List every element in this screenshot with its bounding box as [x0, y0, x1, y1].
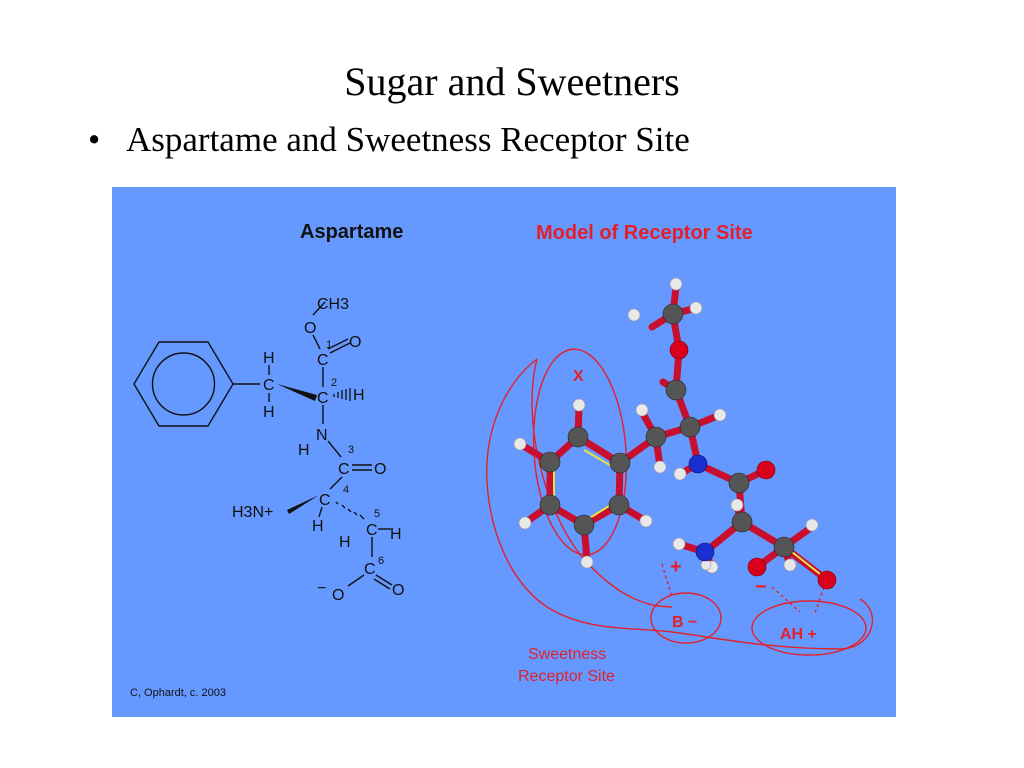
c5-label: C	[366, 522, 378, 539]
aspartame-structure	[133, 301, 393, 590]
wedge-bond	[277, 384, 317, 401]
figure-canvas: Aspartame Model of Receptor Site	[112, 187, 896, 717]
ball-and-stick-model	[513, 277, 837, 590]
ammonium-label: H3N+	[232, 504, 273, 521]
c6-oxygen-label: O	[392, 582, 404, 599]
c4-label: C	[319, 492, 331, 509]
c5-hydrogen-right-label: H	[390, 526, 402, 543]
inner-receptor-outline	[531, 358, 673, 608]
benzyl-h-bottom-label: H	[263, 404, 275, 421]
wedge-bond	[287, 495, 319, 514]
c3-oxygen-label: O	[374, 461, 386, 478]
aspartame-title: Aspartame	[300, 221, 403, 243]
carbonyl-oxygen-label: O	[349, 334, 361, 351]
b-site-label: B −	[672, 614, 697, 631]
benzene-aromatic-circle	[151, 352, 216, 416]
bullet-item: • Aspartame and Sweetness Receptor Site	[88, 120, 690, 160]
c4-hydrogen-label: H	[312, 518, 324, 535]
ah-site-outline	[751, 600, 867, 656]
carboxylate-charge-label: −	[317, 580, 326, 597]
c4-number: 4	[343, 484, 349, 496]
b-site-outline	[650, 592, 722, 644]
positive-charge-label: +	[670, 556, 682, 578]
amide-hydrogen-label: H	[298, 442, 310, 459]
c5-hydrogen-left-label: H	[339, 534, 351, 551]
receptor-labels: X B − AH + + − Sweetness Receptor Site	[518, 368, 817, 685]
aspartame-figure: Aspartame Model of Receptor Site	[112, 187, 896, 717]
negative-charge-label: −	[755, 576, 767, 598]
structure-labels: CH3 O O C 1 H H C C 2 H N H 3 C O H3N+ C…	[232, 296, 404, 604]
x-site-label: X	[573, 368, 584, 385]
c1-number: 1	[326, 339, 332, 351]
benzyl-h-top-label: H	[263, 350, 275, 367]
oxygen-atoms	[669, 340, 837, 590]
c2-label: C	[317, 390, 329, 407]
carboxylate-oxygen-label: O	[332, 587, 344, 604]
ester-oxygen-label: O	[304, 320, 316, 337]
c1-label: C	[317, 352, 329, 369]
nitrogen-atoms	[688, 454, 715, 562]
c6-label: C	[364, 561, 376, 578]
carbon-atoms	[539, 303, 795, 558]
credit-text: C, Ophardt, c. 2003	[130, 687, 226, 699]
stereo-bonds	[277, 384, 365, 520]
ah-site-label: AH +	[780, 626, 817, 643]
amide-nitrogen-label: N	[316, 427, 328, 444]
c2-number: 2	[331, 377, 337, 389]
bullet-text: Aspartame and Sweetness Receptor Site	[126, 120, 690, 159]
c5-number: 5	[374, 508, 380, 520]
c3-number: 3	[348, 444, 354, 456]
ah-interaction-dash	[814, 586, 825, 614]
ch3-label: CH3	[317, 296, 349, 313]
c6-number: 6	[378, 555, 384, 567]
figure-background	[112, 187, 896, 717]
receptor-site-label-line2: Receptor Site	[518, 668, 615, 685]
receptor-site-label-line1: Sweetness	[528, 646, 606, 663]
benzyl-carbon-label: C	[263, 377, 275, 394]
sweetness-receptor-outline	[486, 358, 874, 650]
c2-hydrogen-label: H	[353, 387, 365, 404]
slide-title: Sugar and Sweetners	[344, 59, 680, 104]
c3-label: C	[338, 461, 350, 478]
ah-interaction-dash	[771, 586, 801, 613]
hydrogen-atoms	[513, 277, 819, 574]
bullet-icon: •	[88, 120, 101, 159]
receptor-model-title: Model of Receptor Site	[536, 222, 753, 244]
